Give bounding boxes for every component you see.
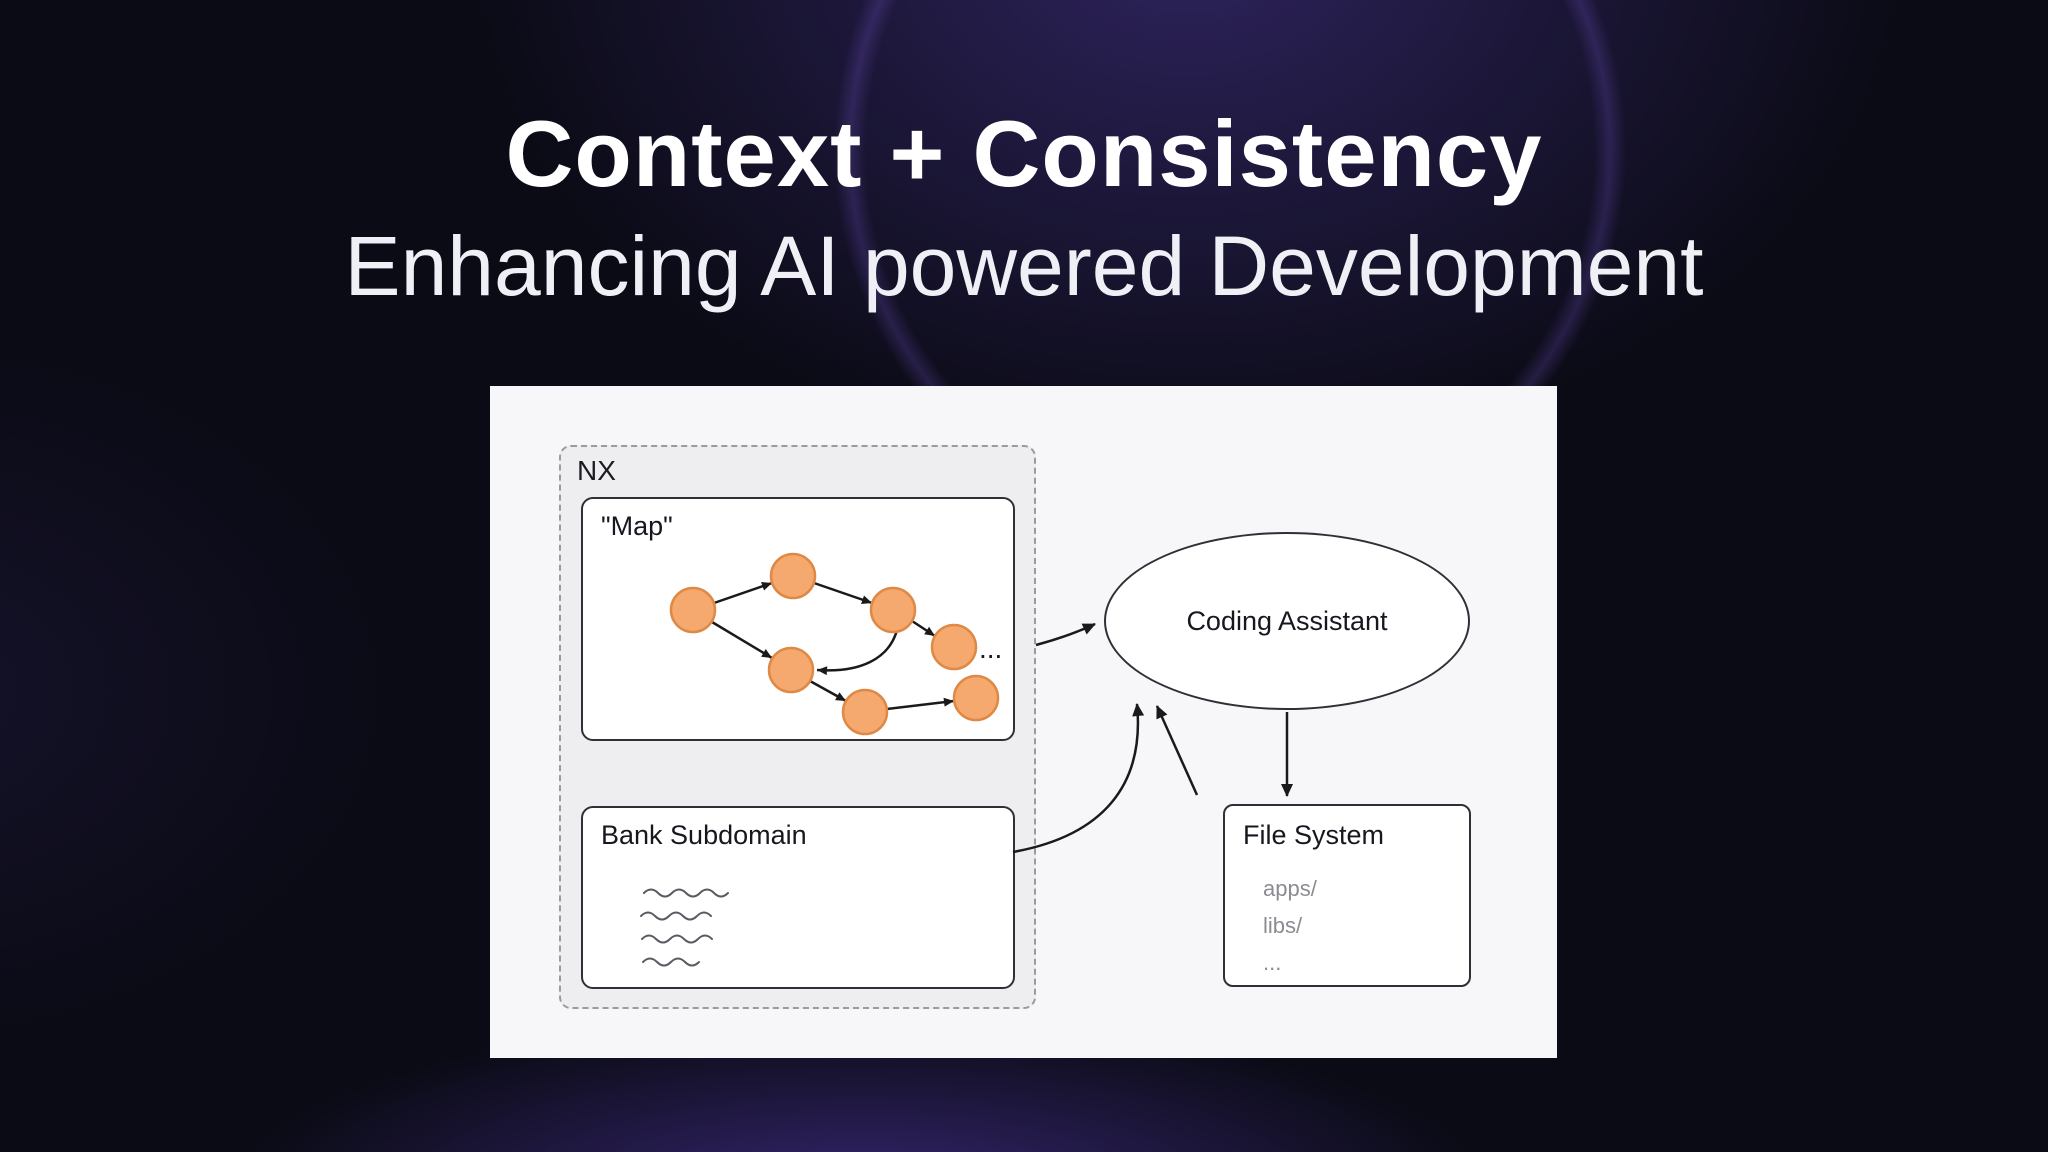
arrow-filesystem-to-assistant bbox=[1155, 705, 1199, 796]
graph-edge bbox=[713, 581, 773, 605]
graph-node bbox=[869, 586, 917, 634]
map-box-label: "Map" bbox=[601, 511, 673, 541]
arrow-map-to-assistant bbox=[1035, 622, 1096, 647]
graph-node bbox=[767, 646, 815, 694]
dependency-graph bbox=[669, 552, 1000, 736]
file-system-entry: ... bbox=[1263, 950, 1282, 975]
squiggle-text-icon bbox=[640, 888, 729, 967]
file-system-label: File System bbox=[1243, 820, 1385, 850]
graph-edge bbox=[711, 620, 773, 660]
file-system-entries: apps/ libs/ ... bbox=[1263, 870, 1317, 981]
graph-edge-curved bbox=[816, 629, 899, 676]
graph-node bbox=[930, 623, 978, 671]
graph-edge bbox=[911, 619, 936, 638]
bank-subdomain-box: Bank Subdomain bbox=[581, 806, 1015, 989]
coding-assistant-node: Coding Assistant bbox=[1104, 532, 1470, 710]
graph-ellipsis: ... bbox=[979, 633, 1003, 664]
slide-subtitle: Enhancing AI powered Development bbox=[344, 219, 1704, 313]
diagram-panel: NX "Map" bbox=[490, 386, 1557, 1058]
graph-edge bbox=[886, 697, 955, 711]
graph-node bbox=[952, 674, 1000, 722]
slide-title: Context + Consistency bbox=[505, 101, 1543, 206]
graph-edge bbox=[813, 581, 873, 605]
coding-assistant-label: Coding Assistant bbox=[1186, 605, 1388, 636]
graph-node bbox=[769, 552, 817, 600]
bank-subdomain-label: Bank Subdomain bbox=[601, 820, 807, 850]
graph-node bbox=[841, 688, 889, 736]
graph-edge bbox=[809, 679, 847, 703]
nx-group: NX "Map" bbox=[559, 445, 1036, 1009]
graph-node bbox=[669, 586, 717, 634]
file-system-box: File System apps/ libs/ ... bbox=[1223, 804, 1471, 987]
map-box: "Map" bbox=[581, 497, 1015, 741]
file-system-entry: libs/ bbox=[1263, 913, 1303, 938]
file-system-entry: apps/ bbox=[1263, 876, 1317, 901]
nx-group-label: NX bbox=[577, 455, 616, 486]
